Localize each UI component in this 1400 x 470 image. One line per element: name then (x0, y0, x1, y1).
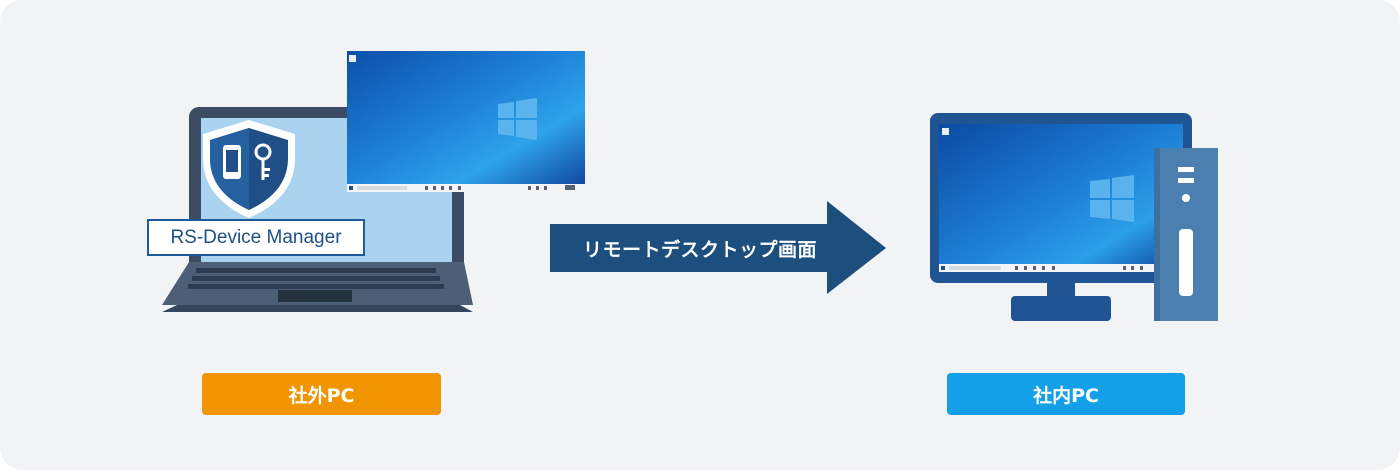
rs-device-manager-badge: RS-Device Manager (147, 219, 365, 256)
rs-device-manager-label: RS-Device Manager (170, 226, 342, 248)
arrow-right-icon (550, 201, 886, 294)
internal-pc-text: 社内PC (1033, 384, 1099, 407)
windows-desktop-icon (347, 51, 585, 192)
monitor-icon (930, 113, 1192, 321)
pc-tower-icon (1154, 148, 1218, 321)
external-pc-label: 社外PC (202, 373, 441, 415)
internal-pc-label: 社内PC (947, 373, 1185, 415)
remote-desktop-screen-label: リモートデスクトップ画面 (582, 238, 817, 261)
external-pc-text: 社外PC (288, 384, 355, 407)
shield-icon (203, 120, 295, 218)
